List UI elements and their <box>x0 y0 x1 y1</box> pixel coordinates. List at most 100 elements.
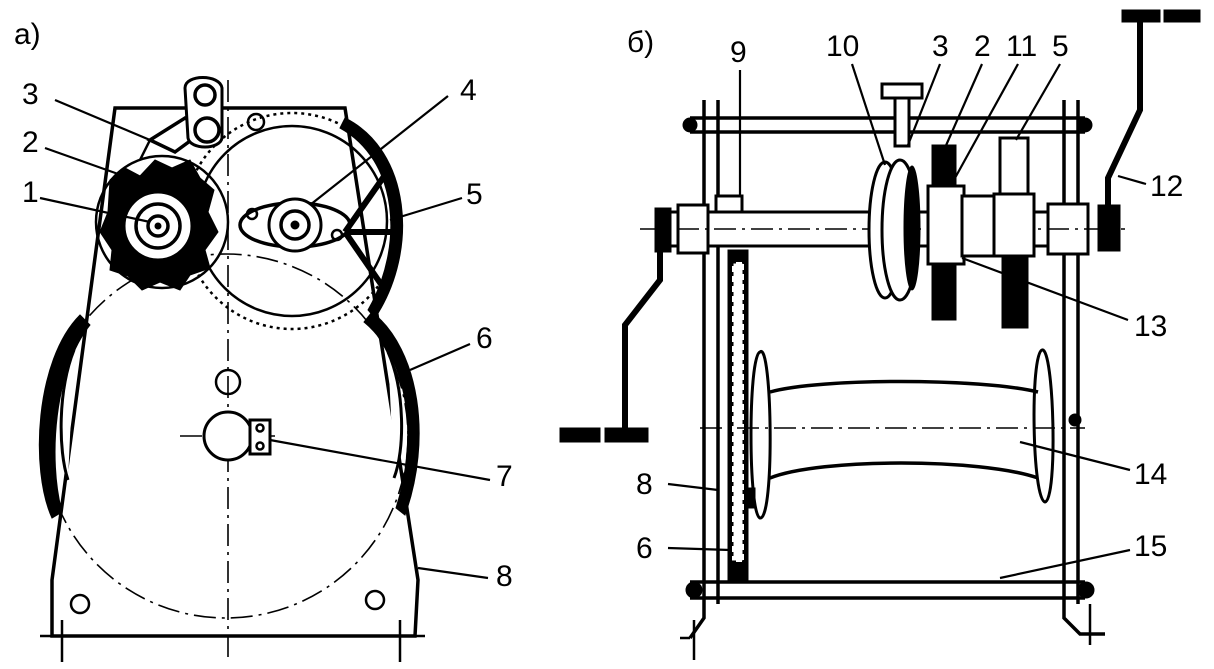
column-5-collar <box>992 192 1036 258</box>
label-b-10: 10 <box>826 30 859 63</box>
label-b-9: 9 <box>730 36 747 69</box>
label-b-14: 14 <box>1134 458 1167 491</box>
top-bracket-hole-1 <box>193 83 217 107</box>
front-view: a) 3 2 1 4 5 6 7 8 <box>14 18 513 662</box>
brake-disc-rim <box>903 165 921 291</box>
handwheel-spoke-3 <box>342 230 388 292</box>
right-crank-handle-1 <box>1121 9 1161 23</box>
leader-a5 <box>389 196 463 222</box>
panel-a-label: a) <box>14 18 41 51</box>
leader-b14 <box>1019 440 1131 472</box>
drum-bottom-edge <box>769 461 1039 480</box>
large-gear-spoke-right <box>386 351 404 479</box>
leader-a2 <box>44 146 136 182</box>
label-b-6: 6 <box>636 532 653 565</box>
pinion-gear-outline <box>94 154 230 290</box>
panel-b-label: б) <box>627 26 654 59</box>
leader-a4 <box>309 95 449 206</box>
frame-hole-top <box>246 112 266 132</box>
label-b-2: 2 <box>974 30 991 63</box>
label-b-12: 12 <box>1150 170 1183 203</box>
leader-b6 <box>667 546 731 552</box>
right-frame-plate-outer <box>1062 100 1105 636</box>
top-rod-nut-right <box>1077 117 1093 133</box>
handwheel-rim <box>339 117 403 319</box>
handwheel-spoke-2 <box>342 173 388 234</box>
leader-a7 <box>269 438 491 482</box>
leader-a1 <box>39 196 151 224</box>
drum-flange-left <box>749 350 772 520</box>
axle-key <box>248 418 272 456</box>
leader-b5 <box>1015 63 1061 141</box>
pawl-tip <box>138 139 152 161</box>
leader-b10 <box>850 63 887 166</box>
bracket-9 <box>714 194 744 214</box>
label-a-4: 4 <box>460 74 477 107</box>
leader-b15 <box>999 548 1131 580</box>
leader-b2 <box>942 63 984 151</box>
column-5-bottom <box>1001 255 1029 329</box>
left-crank-arm <box>622 248 663 430</box>
drum-flange-right <box>1032 348 1055 504</box>
label-b-15: 15 <box>1134 530 1167 563</box>
drum-axle-nut <box>1068 413 1082 427</box>
label-a-5: 5 <box>466 178 483 211</box>
left-shaft-end <box>654 207 672 253</box>
pinion-center <box>154 222 162 230</box>
side-view: б) 9 10 3 2 11 5 12 13 14 8 6 15 <box>559 9 1201 660</box>
label-a-7: 7 <box>496 460 513 493</box>
axle-key-bolt-1 <box>255 423 265 433</box>
left-crank-handle-1 <box>559 427 601 443</box>
large-gear-teeth <box>730 260 746 564</box>
leader-a6 <box>409 342 471 372</box>
hub-bore <box>279 209 311 241</box>
axle-key-bolt-2 <box>255 441 265 451</box>
pawl-bolt-head <box>880 82 924 100</box>
axle-hub <box>202 410 254 462</box>
right-shaft-end <box>1097 204 1121 252</box>
leader-b12 <box>1117 174 1147 186</box>
leader-b11 <box>954 63 1019 179</box>
bottom-rod-nut-right <box>1077 581 1095 599</box>
label-a-8: 8 <box>496 560 513 593</box>
right-crank-handle-2 <box>1163 9 1201 23</box>
hub-bolt-left <box>245 207 259 221</box>
ratchet-pawl-2 <box>931 144 957 188</box>
label-b-8: 8 <box>636 468 653 501</box>
pinion-hub-inner <box>134 202 182 250</box>
ratchet-lower-block <box>931 263 957 321</box>
label-b-11: 11 <box>1006 30 1037 63</box>
frame-hole-middle <box>214 368 242 396</box>
leader-b13 <box>961 256 1129 322</box>
frame-hole-bottom-left <box>69 593 91 615</box>
hub-bolt-right <box>330 228 344 242</box>
left-crank-handle-2 <box>604 427 649 443</box>
label-b-3: 3 <box>932 30 949 63</box>
leader-b3 <box>906 63 942 146</box>
hub-center <box>290 220 300 230</box>
pinion-bore <box>146 214 170 238</box>
left-frame-plate-outer <box>688 100 706 640</box>
ratchet-hub-11 <box>926 184 966 266</box>
label-a-6: 6 <box>476 322 493 355</box>
large-gear-spoke-left <box>59 349 76 481</box>
label-a-1: 1 <box>22 176 39 209</box>
bottom-rod-nut-left <box>685 581 703 599</box>
leader-a3 <box>54 98 151 142</box>
frame-hole-bottom-right <box>364 589 386 611</box>
top-bracket-hole-2 <box>193 116 221 144</box>
leader-a8 <box>417 566 489 580</box>
label-a-2: 2 <box>22 126 39 159</box>
leader-b8 <box>667 482 719 492</box>
top-rod-nut-left <box>682 117 698 133</box>
right-crank-arm <box>1105 20 1143 208</box>
shaft-coupling-13 <box>960 194 998 258</box>
drum-pin <box>744 487 756 509</box>
drum-top-edge <box>769 379 1039 394</box>
label-a-3: 3 <box>22 78 39 111</box>
column-5-top <box>998 136 1030 200</box>
label-b-13: 13 <box>1134 310 1167 343</box>
label-b-5: 5 <box>1052 30 1069 63</box>
